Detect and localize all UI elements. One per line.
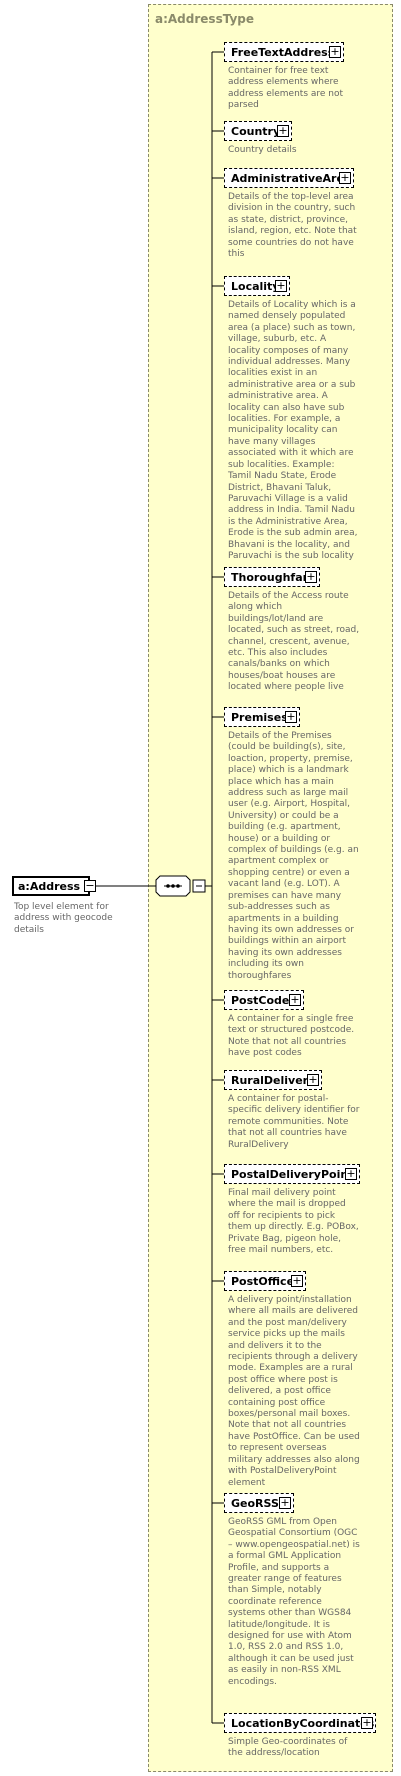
element-doc: A container for postal-specific delivery…: [228, 1094, 360, 1150]
element-country[interactable]: Country +: [224, 121, 292, 141]
element-name: Premises: [231, 711, 288, 724]
element-administrative-area[interactable]: AdministrativeArea +: [224, 168, 354, 188]
element-name: Locality: [231, 280, 280, 293]
element-post-code[interactable]: PostCode +: [224, 990, 304, 1010]
element-location-by-coordinates[interactable]: LocationByCoordinates +: [224, 1713, 376, 1733]
element-doc: Details of the Premises (could be buildi…: [228, 731, 359, 981]
expand-icon[interactable]: +: [305, 570, 317, 583]
element-name: PostOffice: [231, 1275, 295, 1288]
element-locality[interactable]: Locality +: [224, 276, 290, 296]
element-name: PostCode: [231, 994, 290, 1007]
element-doc: A delivery point/installation where all …: [228, 1295, 360, 1488]
expand-icon[interactable]: +: [345, 1167, 357, 1180]
root-element-box[interactable]: a:Address −: [12, 876, 96, 896]
element-name: GeoRSS: [231, 1497, 279, 1510]
expand-icon[interactable]: +: [339, 171, 351, 184]
element-doc: Details of the Access route along which …: [228, 591, 360, 693]
element-postal-delivery-point[interactable]: PostalDeliveryPoint +: [224, 1164, 360, 1184]
element-name: LocationByCoordinates: [231, 1717, 375, 1730]
expand-icon[interactable]: +: [279, 1496, 291, 1509]
element-doc: Details of Locality which is a named den…: [228, 300, 358, 561]
element-name: PostalDeliveryPoint: [231, 1168, 354, 1181]
element-rural-delivery[interactable]: RuralDelivery +: [224, 1070, 322, 1090]
element-name: FreeTextAddress: [231, 46, 335, 59]
element-free-text-address[interactable]: FreeTextAddress +: [224, 42, 344, 62]
root-element-doc: Top level element for address with geoco…: [14, 902, 113, 935]
expand-icon[interactable]: +: [275, 279, 287, 292]
element-doc: GeoRSS GML from Open Geospatial Consorti…: [228, 1517, 360, 1687]
expand-icon[interactable]: +: [307, 1073, 319, 1086]
root-element-name: a:Address: [18, 880, 81, 893]
element-name: RuralDelivery: [231, 1074, 316, 1087]
element-premises[interactable]: Premises +: [224, 707, 300, 727]
expand-icon[interactable]: +: [289, 993, 301, 1006]
element-thoroughfare[interactable]: Thoroughfare +: [224, 567, 320, 587]
element-doc: Container for free text address elements…: [228, 66, 344, 111]
element-doc: A container for a single free text or st…: [228, 1014, 355, 1059]
expand-icon[interactable]: +: [329, 45, 341, 58]
element-name: Thoroughfare: [231, 571, 316, 584]
element-doc: Simple Geo-coordinates of the address/lo…: [228, 1737, 348, 1759]
element-doc: Final mail delivery point where the mail…: [228, 1188, 359, 1256]
element-doc: Country details: [228, 145, 297, 155]
type-title: a:AddressType: [155, 12, 255, 26]
element-name: Country: [231, 125, 281, 138]
expand-icon[interactable]: +: [285, 710, 297, 723]
element-georss[interactable]: GeoRSS +: [224, 1493, 294, 1513]
element-doc: Details of the top-level area division i…: [228, 192, 357, 260]
collapse-icon[interactable]: −: [84, 879, 96, 892]
expand-icon[interactable]: +: [277, 124, 289, 137]
element-name: AdministrativeArea: [231, 172, 352, 185]
element-post-office[interactable]: PostOffice +: [224, 1271, 306, 1291]
expand-icon[interactable]: +: [291, 1274, 303, 1287]
expand-icon[interactable]: +: [361, 1716, 373, 1729]
